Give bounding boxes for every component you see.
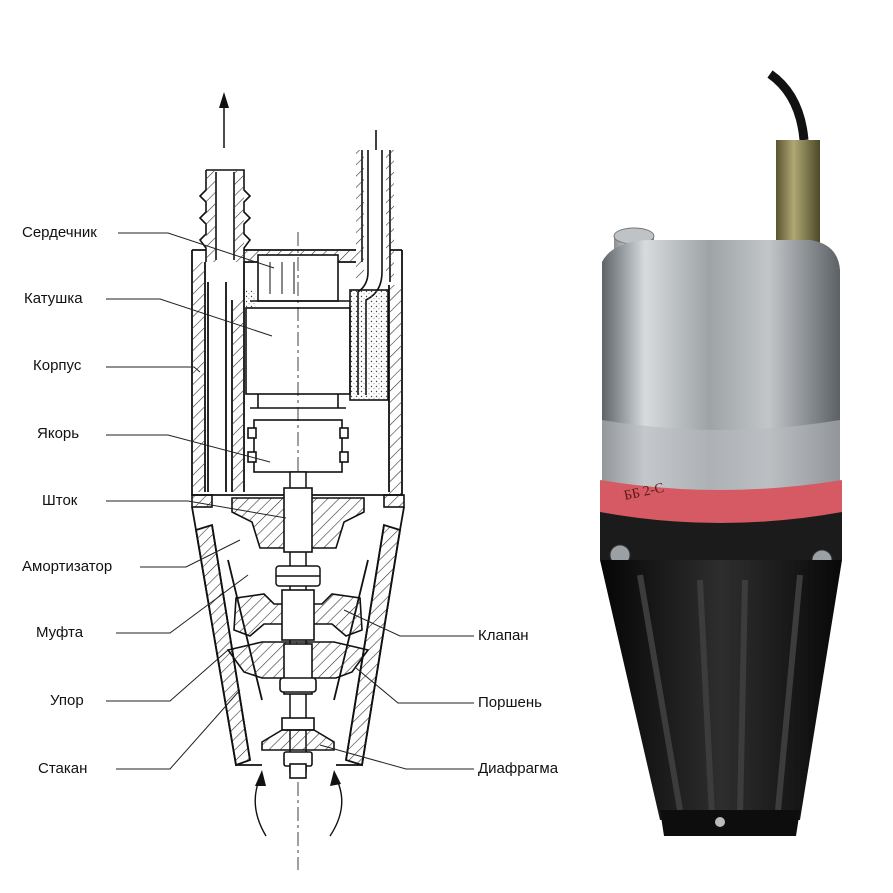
label-piston: Поршень [478,694,542,711]
label-valve: Клапан [478,627,529,644]
intake-ribs [637,574,803,816]
label-coil: Катушка [24,290,83,307]
outlet-arrow [219,92,229,148]
intake-cone [600,560,842,820]
label-shock-absorber: Амортизатор [22,558,113,575]
label-clutch: Муфта [36,624,84,641]
label-core: Сердечник [22,224,97,241]
valve-part [233,589,363,641]
intake-base [660,810,800,836]
shock-absorber-part [191,487,405,553]
black-ring [600,512,842,570]
label-diaphragm: Диафрагма [478,760,559,777]
label-armature: Якорь [37,425,80,442]
red-band [600,480,842,530]
nut-part [275,565,321,587]
piston-part [226,641,370,695]
label-stop: Упор [50,692,84,709]
inlet-arrows [254,770,343,837]
label-cup: Стакан [38,760,88,777]
outlet-nozzle [198,169,252,262]
leader-lines [106,232,474,770]
diaphragm-part [261,717,335,779]
label-rod: Шток [42,492,78,509]
label-housing: Корпус [33,357,82,374]
cable [767,70,809,141]
